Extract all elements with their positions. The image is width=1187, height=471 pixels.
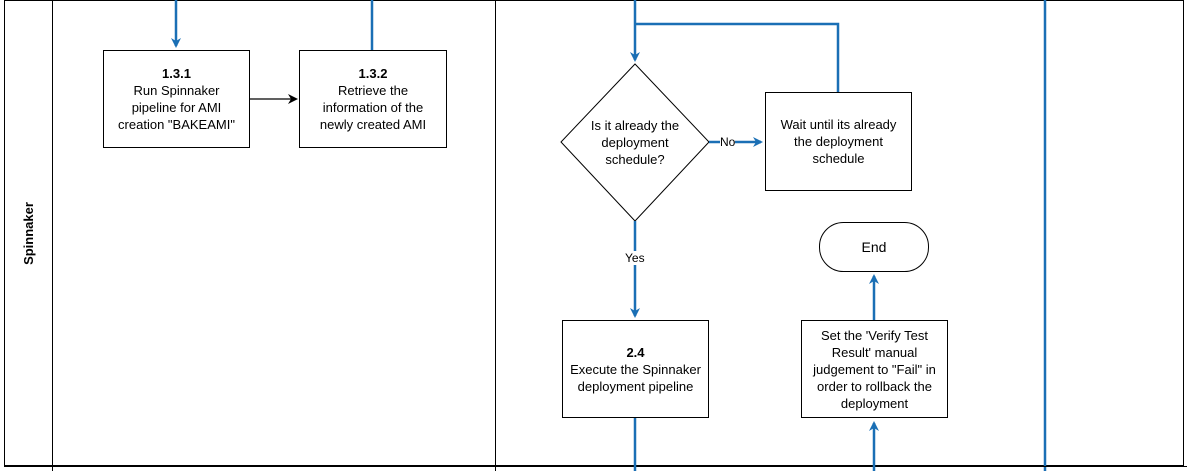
end-label: End (861, 238, 887, 255)
edge-label-no: No (720, 135, 736, 149)
fail-step: Set the 'Verify Test Result' manual judg… (802, 321, 947, 417)
edge-label-yes: Yes (625, 251, 645, 265)
decision-text: Is it already the deployment schedule? (590, 104, 680, 180)
fail-box (801, 320, 948, 418)
step-text: Retrieve the information of the newly cr… (319, 83, 427, 132)
wait-step: Wait until its already the deployment sc… (766, 93, 911, 190)
step-1-3-1-box (103, 50, 250, 148)
step-1-3-2-box (299, 50, 447, 148)
wait-box (765, 92, 912, 191)
step-1-3-2: 1.3.2 Retrieve the information of the ne… (300, 51, 446, 147)
step-1-3-1: 1.3.1 Run Spinnaker pipeline for AMI cre… (104, 51, 249, 147)
step-number: 1.3.1 (162, 66, 191, 81)
step-number: 1.3.2 (358, 66, 388, 81)
step-text: Set the 'Verify Test Result' manual judg… (813, 327, 936, 411)
step-text: Execute the Spinnaker deployment pipelin… (570, 361, 701, 394)
step-2-4-box (562, 320, 709, 418)
step-text: Wait until its already the deployment sc… (780, 117, 897, 166)
decision-question: Is it already the deployment schedule? (590, 117, 680, 167)
step-number: 2.4 (626, 344, 645, 360)
step-text: Run Spinnaker pipeline for AMI creation … (118, 83, 235, 132)
end-node: End (820, 223, 928, 271)
step-2-4: 2.4 Execute the Spinnaker deployment pip… (563, 321, 708, 417)
lane-label: Spinnaker (20, 201, 36, 265)
lane-header: Spinnaker (4, 0, 52, 466)
loop-back-from-wait (635, 22, 840, 92)
end-terminator (819, 222, 929, 272)
lane-border (4, 0, 1184, 466)
